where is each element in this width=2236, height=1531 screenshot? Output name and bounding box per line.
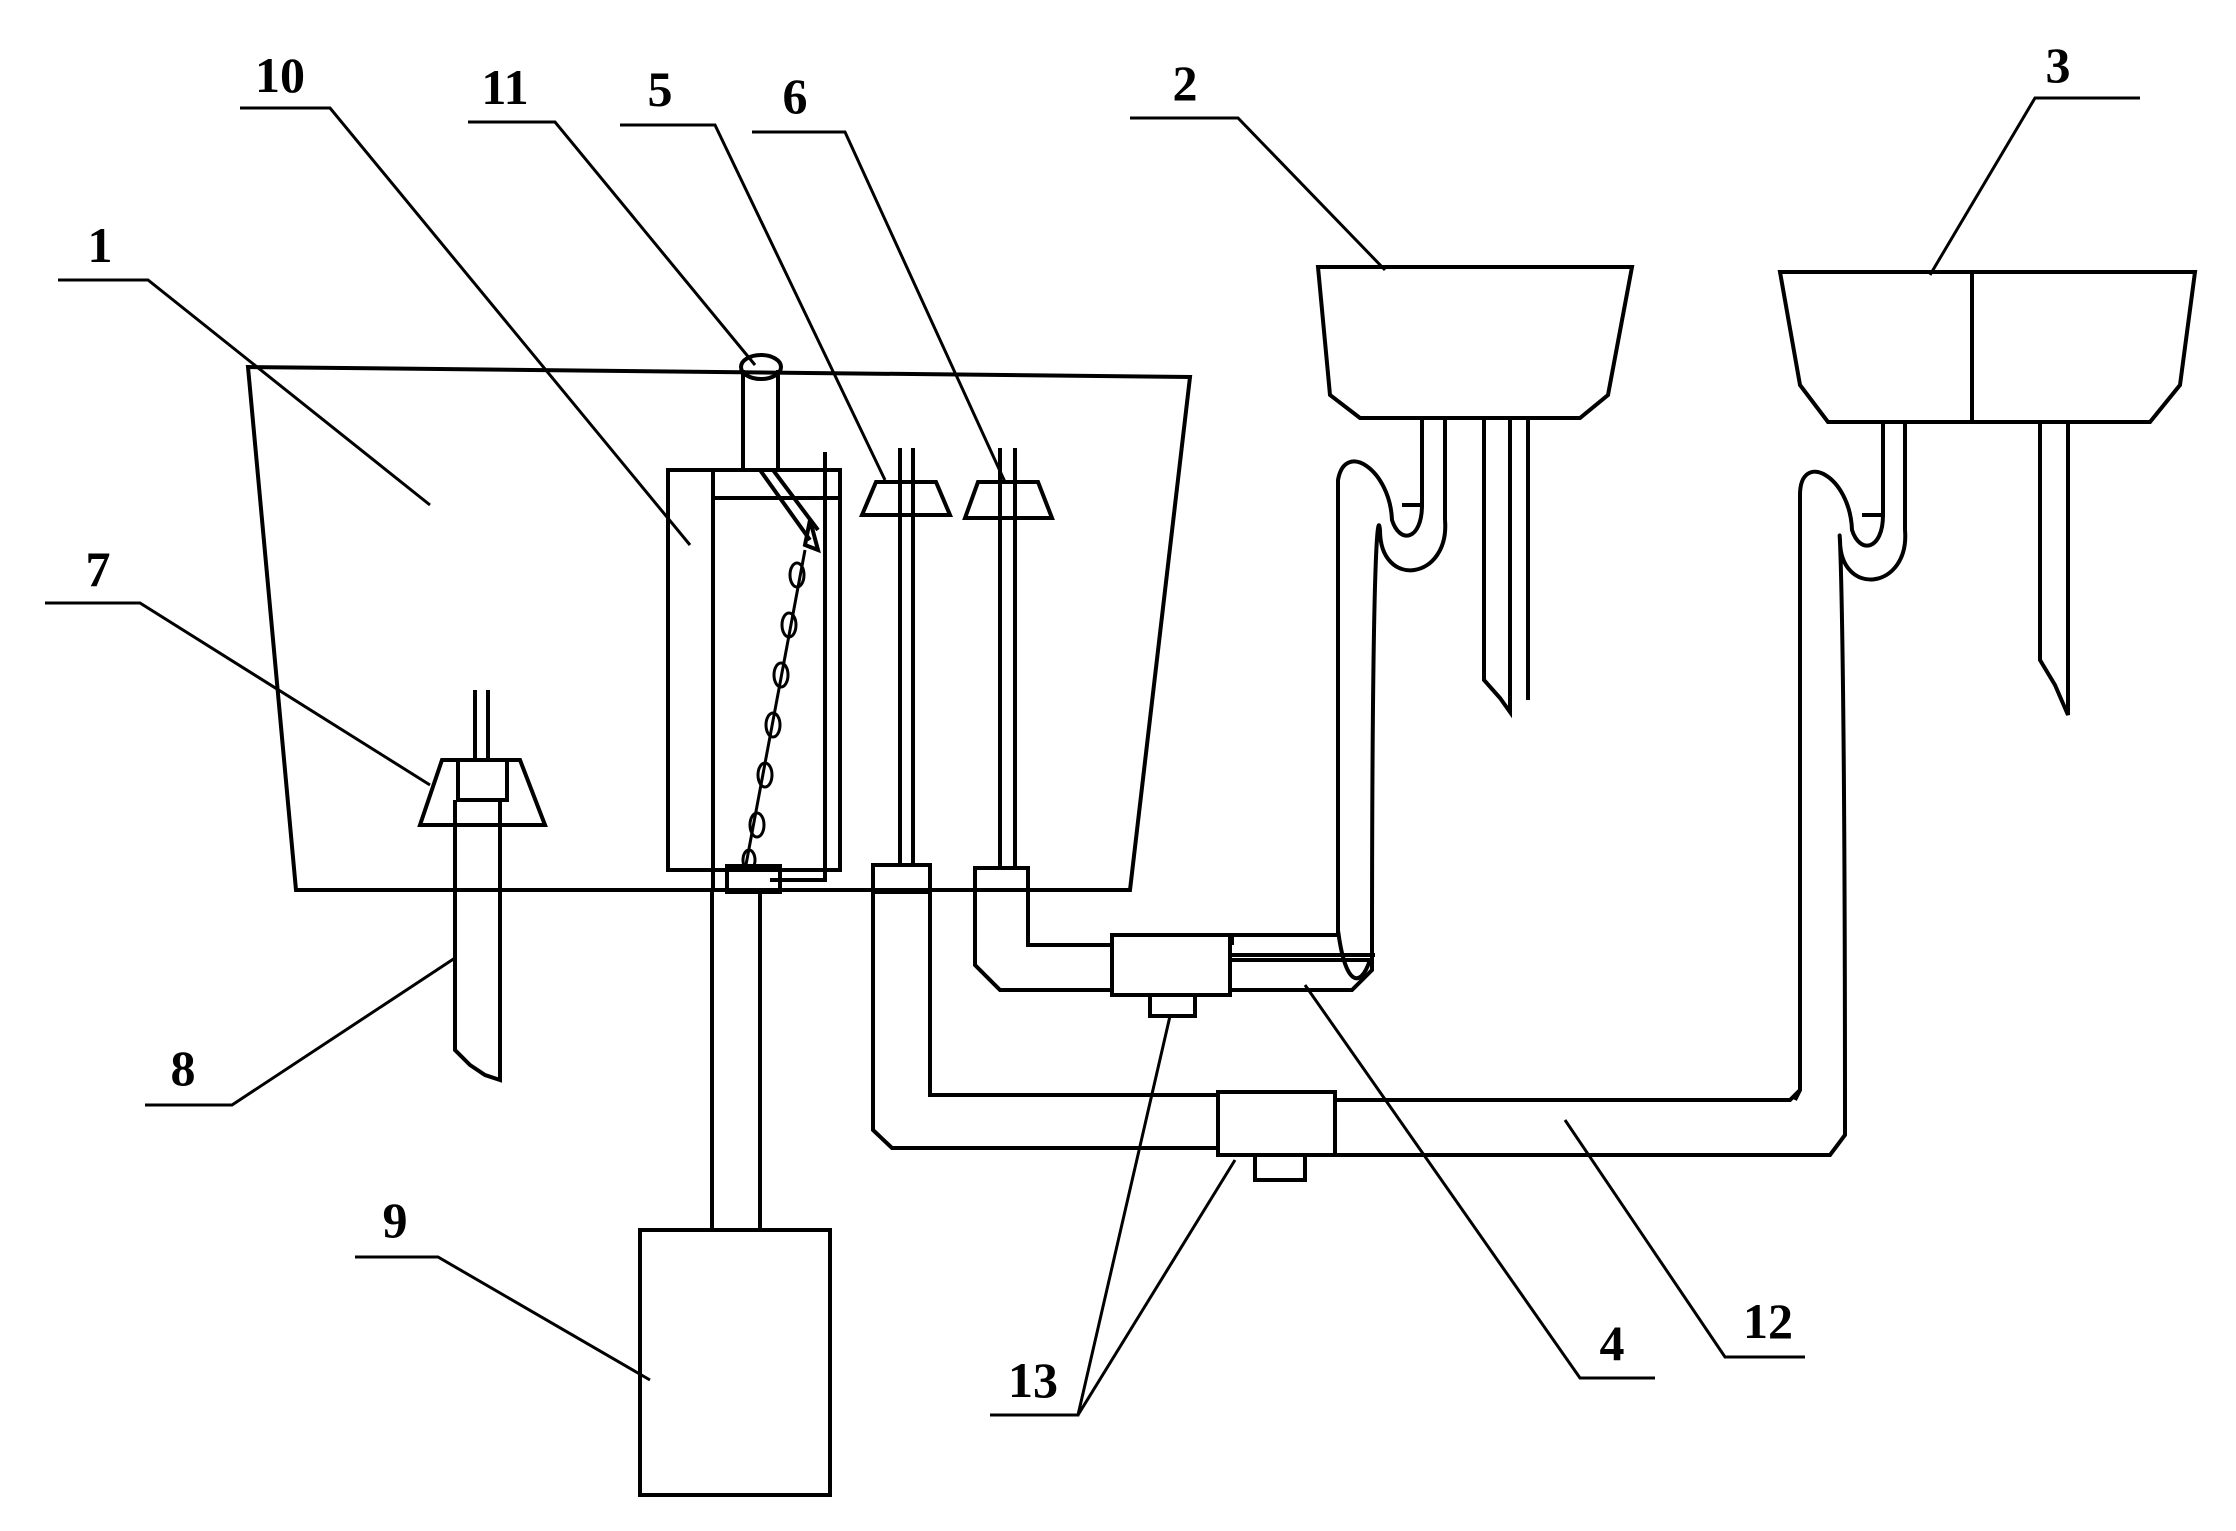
leader-9	[355, 1255, 651, 1382]
leader-13b	[1076, 1159, 1237, 1416]
junction-box-4	[1110, 933, 1232, 1018]
collection-box	[638, 1228, 832, 1497]
leader-4	[1303, 984, 1655, 1380]
label-11: 11	[481, 59, 528, 115]
leader-10	[240, 106, 692, 546]
drain-fitting	[725, 864, 782, 894]
chain	[741, 468, 821, 872]
label-4: 4	[1600, 1315, 1625, 1371]
main-tank	[245, 364, 1193, 892]
label-3: 3	[2046, 37, 2071, 93]
label-6: 6	[783, 68, 808, 124]
leader-12	[1563, 1119, 1805, 1359]
label-9: 9	[383, 1192, 408, 1248]
junction-box-12	[1216, 1090, 1337, 1182]
label-13: 13	[1008, 1352, 1058, 1408]
leader-1	[58, 278, 431, 507]
label-10: 10	[255, 47, 305, 103]
drain-pipe	[710, 892, 762, 1230]
float-valve-6	[962, 448, 1055, 892]
leader-8	[145, 956, 456, 1107]
label-2: 2	[1173, 55, 1198, 111]
float-valve-left	[417, 690, 548, 827]
top-pipe	[739, 353, 783, 470]
trap-pipe-12	[1335, 469, 1908, 1157]
leader-5	[620, 123, 887, 481]
labels: 1 10 11 5 6 2 3 7 8 9 4 12 13	[86, 37, 2071, 1408]
label-5: 5	[648, 61, 673, 117]
basin-2	[1315, 265, 1635, 719]
leader-6	[752, 130, 1007, 483]
leader-2	[1130, 116, 1387, 272]
leader-7	[45, 601, 431, 787]
leader-3	[1928, 96, 2140, 276]
leader-lines	[45, 96, 2140, 1417]
leader-11	[468, 120, 757, 366]
pipe-12	[871, 892, 1802, 1150]
overflow-pipe	[453, 800, 502, 1083]
float-valve-5	[858, 448, 954, 894]
label-1: 1	[88, 217, 113, 273]
trap-pipe-4	[1230, 459, 1448, 962]
inner-chamber	[666, 452, 842, 890]
label-7: 7	[86, 541, 111, 597]
label-8: 8	[171, 1040, 196, 1096]
pipe-4	[973, 890, 1375, 992]
label-12: 12	[1743, 1293, 1793, 1349]
